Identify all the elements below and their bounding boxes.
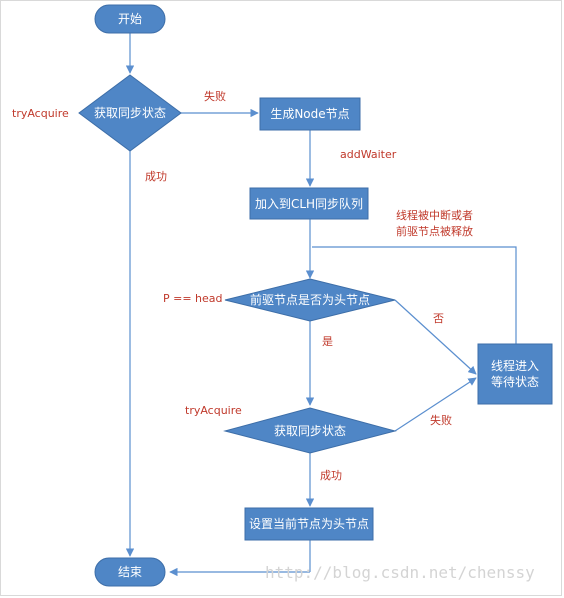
process-create-node: 生成Node节点 xyxy=(259,97,361,131)
watermark-text: http://blog.csdn.net/chenssy xyxy=(265,563,535,582)
edge-wait-loop-back xyxy=(312,246,517,344)
label-yes: 是 xyxy=(322,335,333,348)
label-tryacquire-2: tryAcquire xyxy=(185,404,242,417)
decision-pred-is-head: 前驱节点是否为头节点 xyxy=(224,278,396,322)
process-wait-state: 线程进入 等待状态 xyxy=(477,343,553,405)
label-tryacquire-1: tryAcquire xyxy=(12,107,69,120)
process-enqueue-text: 加入到CLH同步队列 xyxy=(255,196,363,211)
process-set-head-text: 设置当前节点为头节点 xyxy=(249,516,369,531)
decision-acquire-2: 获取同步状态 xyxy=(223,407,397,454)
label-fail-1: 失败 xyxy=(204,89,226,103)
label-success-2: 成功 xyxy=(320,469,342,482)
edge-acquire2-fail-to-wait xyxy=(394,377,477,432)
label-success-1: 成功 xyxy=(145,170,167,183)
decision-acquire-1-text: 获取同步状态 xyxy=(94,106,166,120)
label-interrupt-line2: 前驱节点被释放 xyxy=(396,224,473,238)
start-text: 开始 xyxy=(118,12,142,26)
end-terminal: 结束 xyxy=(94,557,166,587)
label-add-waiter: addWaiter xyxy=(340,148,397,161)
label-interrupt-line1: 线程被中断或者 xyxy=(396,208,473,222)
process-wait-state-line1: 线程进入 xyxy=(491,358,539,373)
label-fail-2: 失败 xyxy=(430,413,452,427)
process-enqueue: 加入到CLH同步队列 xyxy=(249,187,369,220)
end-text: 结束 xyxy=(118,565,142,579)
connectors xyxy=(125,33,517,577)
label-no: 否 xyxy=(433,312,444,325)
start-terminal: 开始 xyxy=(94,4,166,34)
process-create-node-text: 生成Node节点 xyxy=(270,107,349,121)
label-p-eq-head: P == head xyxy=(163,292,223,305)
decision-acquire-1: 获取同步状态 xyxy=(78,74,182,152)
process-set-head: 设置当前节点为头节点 xyxy=(244,507,374,541)
edge-pred-no-to-wait xyxy=(394,299,477,375)
process-wait-state-line2: 等待状态 xyxy=(491,375,539,389)
edge-labels: tryAcquire 失败 成功 addWaiter 线程被中断或者 前驱节点被… xyxy=(12,89,473,482)
decision-acquire-2-text: 获取同步状态 xyxy=(274,424,346,438)
decision-pred-is-head-text: 前驱节点是否为头节点 xyxy=(250,292,370,307)
